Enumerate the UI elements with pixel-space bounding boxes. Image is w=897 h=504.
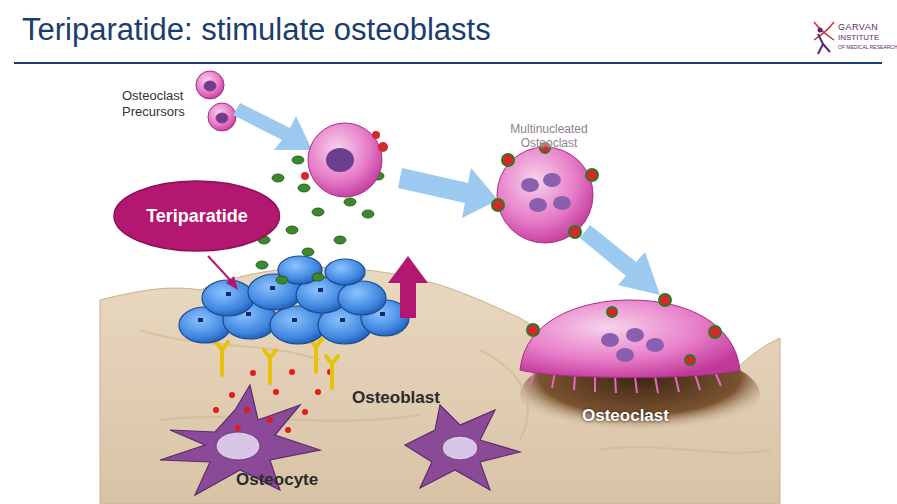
signal-dots <box>213 369 333 433</box>
osteoblast-cell <box>179 256 409 344</box>
logo-figure <box>814 22 834 54</box>
drug-ellipse: Teriparatide <box>113 180 280 252</box>
osteoblast-marker <box>198 286 385 322</box>
cell-label: Osteocyte <box>236 470 318 490</box>
flow-arrow <box>233 103 660 295</box>
receptor <box>216 339 338 388</box>
node-text: Teriparatide <box>146 206 248 227</box>
pointer-arrow <box>208 256 238 290</box>
logo-text: OF MEDICAL RESEARCH <box>838 44 897 50</box>
multinucleated-cell <box>492 143 598 243</box>
cell-label: Osteoclast Precursors <box>122 88 200 121</box>
increase-arrow <box>388 256 428 318</box>
logo-text: INSTITUTE <box>838 33 879 42</box>
slide-title: Teriparatide: stimulate osteoblasts <box>22 12 491 48</box>
logo-text: GARVAN <box>838 22 878 32</box>
osteocyte-cell <box>160 385 520 495</box>
cell-label: Multinucleated Osteoclast <box>506 122 592 151</box>
cell-label: Osteoblast <box>352 388 440 408</box>
osteoclast-cell <box>301 123 388 197</box>
cell-label: Osteoclast <box>582 406 669 426</box>
precursor-cell <box>196 71 236 131</box>
osteoclast-cell <box>520 294 740 393</box>
ellipse-shape <box>114 181 279 251</box>
